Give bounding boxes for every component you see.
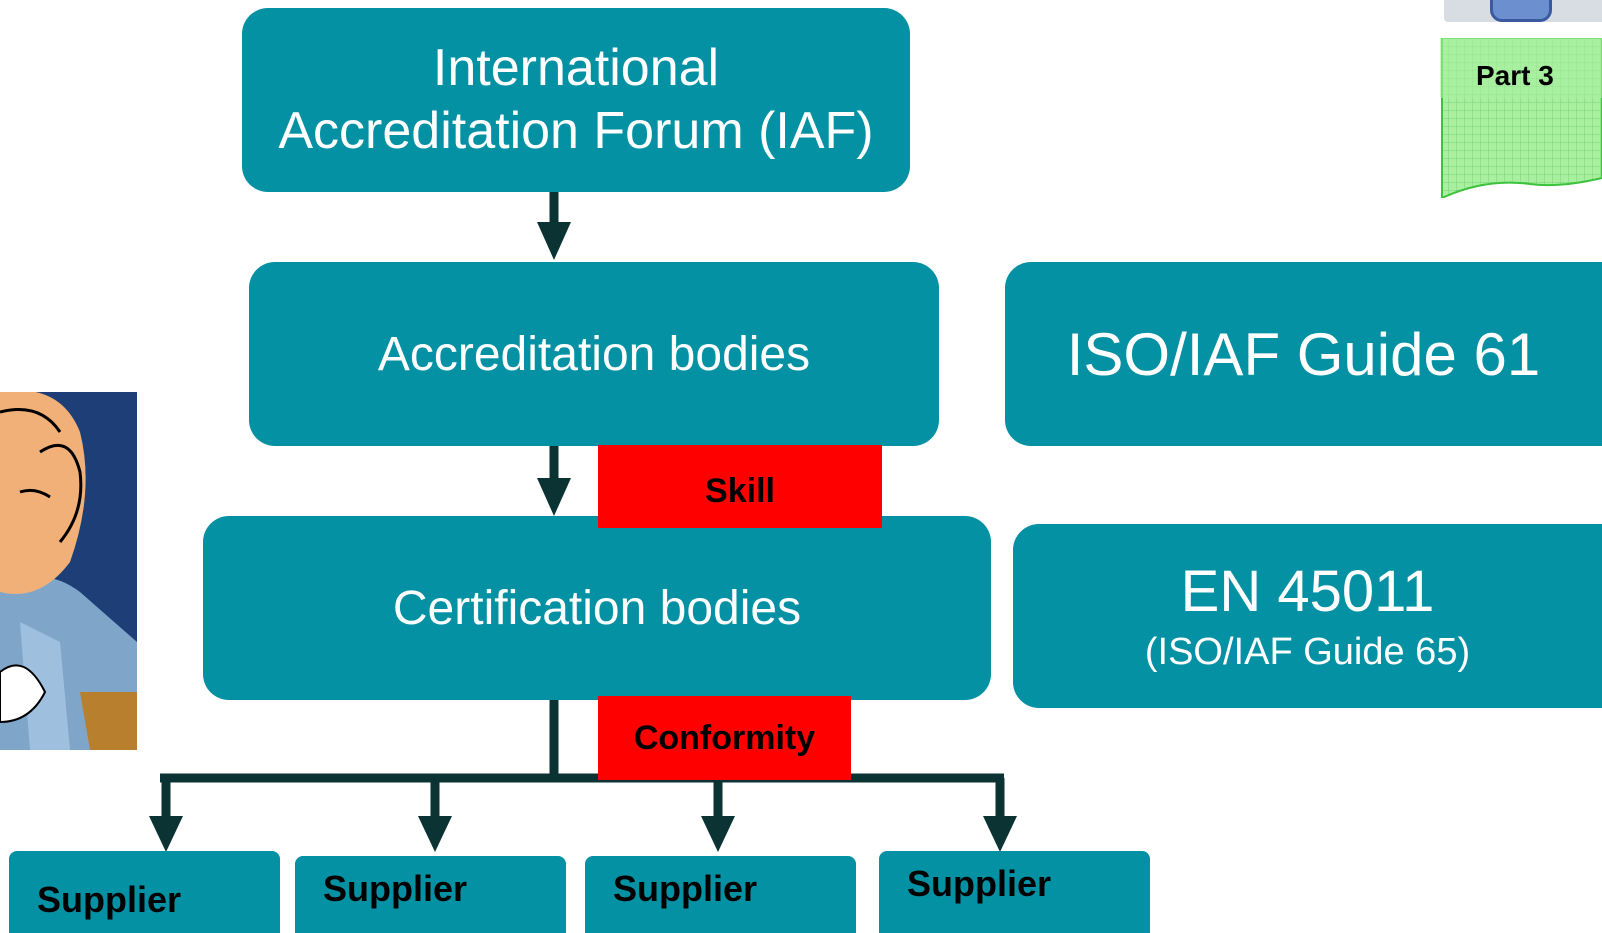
conformity-label: Conformity <box>633 718 816 757</box>
certification-bodies-label: Certification bodies <box>392 581 802 635</box>
supplier-label-1: Supplier <box>37 879 182 920</box>
arrowhead-supplier-1 <box>149 816 183 852</box>
guide-61-box: ISO/IAF Guide 61 <box>1005 262 1602 446</box>
iaf-box: International Accreditation Forum (IAF) <box>242 8 910 192</box>
supplier-box-2: Supplier <box>295 856 566 933</box>
part-tab[interactable] <box>1440 38 1602 198</box>
certification-bodies-box: Certification bodies <box>203 516 991 700</box>
person-clipart <box>0 392 137 750</box>
iaf-title-line1: International <box>432 39 720 97</box>
arrowhead-certification <box>537 478 571 516</box>
supplier-label-3: Supplier <box>613 868 758 909</box>
supplier-box-3: Supplier <box>585 856 856 933</box>
en45011-box: EN 45011 (ISO/IAF Guide 65) <box>1013 524 1602 708</box>
supplier-box-4: Supplier <box>879 851 1150 933</box>
supplier-label-2: Supplier <box>323 868 468 909</box>
logo-fragment <box>1444 0 1602 22</box>
skill-tag: Skill <box>598 445 882 528</box>
guide-61-label: ISO/IAF Guide 61 <box>1066 320 1541 388</box>
logo-icon <box>1490 0 1552 22</box>
en45011-sublabel: (ISO/IAF Guide 65) <box>1144 631 1471 673</box>
part-tab-label: Part 3 <box>1476 60 1554 91</box>
iaf-title-line2: Accreditation Forum (IAF) <box>278 102 874 160</box>
person-illustration <box>0 392 137 750</box>
conformity-tag: Conformity <box>598 696 851 780</box>
en45011-label: EN 45011 <box>1180 559 1435 624</box>
arrowhead-accreditation <box>537 222 571 260</box>
arrowhead-supplier-3 <box>701 816 735 852</box>
accreditation-bodies-box: Accreditation bodies <box>249 262 939 446</box>
accreditation-bodies-label: Accreditation bodies <box>377 327 811 381</box>
skill-label: Skill <box>705 472 775 510</box>
arrowhead-supplier-2 <box>418 816 452 852</box>
supplier-label-4: Supplier <box>907 863 1052 904</box>
supplier-box-1: Supplier <box>9 851 280 933</box>
arrowhead-supplier-4 <box>983 816 1017 852</box>
